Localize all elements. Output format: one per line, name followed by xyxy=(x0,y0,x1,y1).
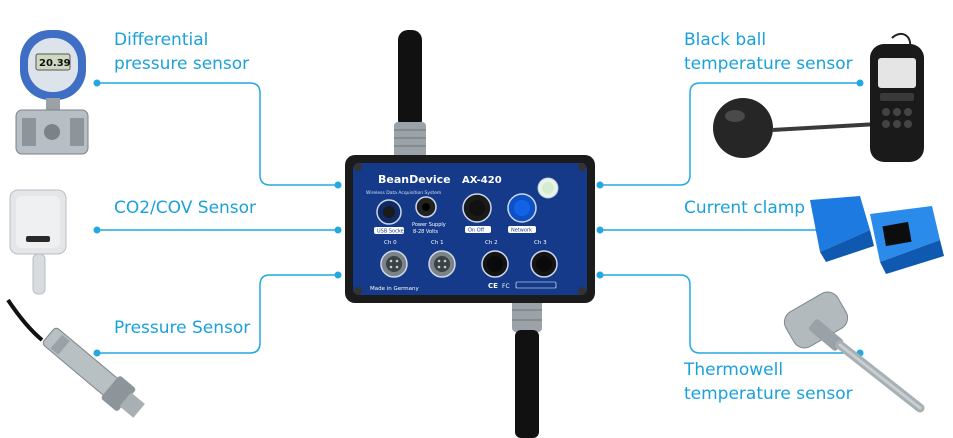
label-line: temperature sensor xyxy=(684,54,853,74)
device-model: AX-420 xyxy=(462,175,502,186)
ce-mark: CE xyxy=(488,282,498,290)
dot xyxy=(334,181,342,189)
device-subtitle: Wireless Data Acquisition System xyxy=(366,190,441,196)
channel-1-connector xyxy=(428,250,456,278)
on-off-label-bg xyxy=(465,226,491,233)
label-differential-pressure: Differential pressure sensor xyxy=(114,28,249,76)
gauge-display: 20.39 xyxy=(39,58,71,69)
label-black-ball: Black ball temperature sensor xyxy=(684,28,853,76)
channel-0-label: Ch 0 xyxy=(384,240,397,246)
channel-3-connector xyxy=(530,250,558,278)
current-clamp-image xyxy=(810,196,944,274)
on-off-label: On Off xyxy=(468,228,485,234)
network-label: Network xyxy=(511,228,532,234)
connector-lines-left xyxy=(97,82,338,354)
dot xyxy=(334,226,342,234)
label-pressure-sensor: Pressure Sensor xyxy=(114,316,250,340)
connector-blackball xyxy=(600,82,860,186)
usb-label: USB Socket xyxy=(377,229,406,235)
device-brand: BeanDevice xyxy=(378,173,451,186)
usb-socket-inner xyxy=(383,206,395,218)
label-line: temperature sensor xyxy=(684,384,853,404)
label-line: pressure sensor xyxy=(114,54,250,74)
dot xyxy=(93,226,101,234)
connector-thermowell xyxy=(600,274,860,354)
label-line: Black ball xyxy=(684,30,767,50)
co2-sensor-image xyxy=(9,189,67,295)
dot xyxy=(334,271,342,279)
connector-pressure xyxy=(97,274,338,354)
device-enclosure: BeanDevice AX-420 Wireless Data Acquisit… xyxy=(345,155,595,303)
dot xyxy=(596,271,604,279)
channel-2-connector xyxy=(481,250,509,278)
connector-differential xyxy=(97,82,338,186)
channel-1-label: Ch 1 xyxy=(431,240,444,246)
channel-2-label: Ch 2 xyxy=(485,240,498,246)
thermowell-sensor-image xyxy=(783,291,925,413)
compliance-badge xyxy=(515,281,557,289)
dot xyxy=(596,226,604,234)
label-current-clamp: Current clamp xyxy=(684,196,805,220)
bottom-cable xyxy=(512,290,542,438)
dot xyxy=(93,79,101,87)
dot xyxy=(856,79,864,87)
power-supply-label: Power Supply xyxy=(412,222,446,228)
dot xyxy=(93,349,101,357)
label-thermowell: Thermowell temperature sensor xyxy=(684,358,853,406)
label-line: Differential xyxy=(114,30,209,50)
pressure-sensor-image xyxy=(6,298,145,418)
network-label-bg xyxy=(508,226,536,233)
label-line: Pressure Sensor xyxy=(114,318,251,338)
made-in-label: Made in Germany xyxy=(370,286,420,292)
label-line: CO2/COV Sensor xyxy=(114,198,257,218)
power-range-label: 8-28 Volts xyxy=(413,229,438,235)
channel-3-label: Ch 3 xyxy=(534,240,547,246)
usb-label-bg xyxy=(374,227,404,234)
differential-pressure-sensor-image: 20.39 xyxy=(15,30,89,155)
connector-dots-left xyxy=(93,79,342,357)
channel-0-connector xyxy=(380,250,408,278)
label-co2-sensor: CO2/COV Sensor xyxy=(114,196,256,220)
fc-mark: FC xyxy=(502,283,510,290)
antenna xyxy=(394,30,426,160)
dot xyxy=(596,181,604,189)
label-line: Current clamp xyxy=(684,198,806,218)
black-ball-sensor-image xyxy=(713,32,924,162)
label-line: Thermowell xyxy=(684,360,784,380)
